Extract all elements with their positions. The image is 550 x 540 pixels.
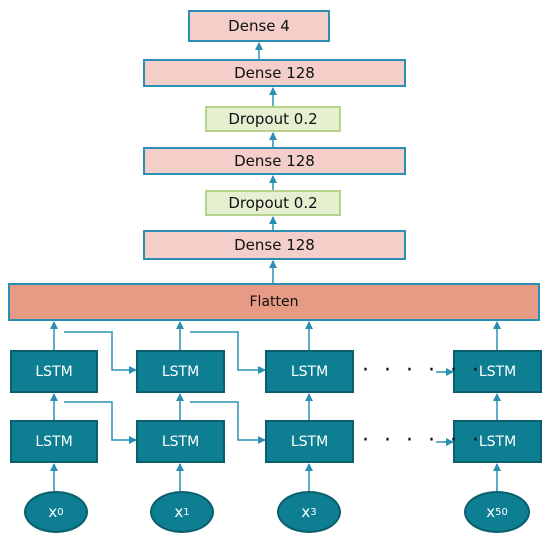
dense-128-layer-top: Dense 128 xyxy=(143,59,406,87)
input-x1-base: x xyxy=(174,503,184,521)
lstm-lower-2: LSTM xyxy=(265,420,354,463)
lstm-lower-0: LSTM xyxy=(10,420,98,463)
dropout-layer-top: Dropout 0.2 xyxy=(205,106,341,132)
sequence-ellipsis-lower: · · · · · · xyxy=(362,428,483,453)
input-x0-base: x xyxy=(48,503,58,521)
input-x50-subscript: 50 xyxy=(495,506,508,518)
dense-128-layer-middle: Dense 128 xyxy=(143,147,406,175)
lstm-upper-3: LSTM xyxy=(453,350,542,393)
lstm-lower-1: LSTM xyxy=(136,420,225,463)
input-x0-subscript: 0 xyxy=(57,506,64,518)
input-x50-base: x xyxy=(486,503,496,521)
dropout-layer-bottom: Dropout 0.2 xyxy=(205,190,341,216)
connector-arrow-20 xyxy=(190,331,266,374)
flatten-layer: Flatten xyxy=(8,283,540,321)
lstm-upper-1: LSTM xyxy=(136,350,225,393)
input-x3-base: x xyxy=(301,503,311,521)
input-x1-subscript: 1 xyxy=(183,506,190,518)
lstm-upper-0: LSTM xyxy=(10,350,98,393)
sequence-ellipsis-upper: · · · · · · xyxy=(362,358,483,383)
dense-4-layer: Dense 4 xyxy=(188,10,330,42)
lstm-upper-2: LSTM xyxy=(265,350,354,393)
input-x3-subscript: 3 xyxy=(310,506,317,518)
connector-arrow-19 xyxy=(64,401,137,444)
connector-arrow-18 xyxy=(64,331,137,374)
dense-128-layer-bottom: Dense 128 xyxy=(143,230,406,260)
lstm-lower-3: LSTM xyxy=(453,420,542,463)
connector-arrow-21 xyxy=(190,401,266,444)
